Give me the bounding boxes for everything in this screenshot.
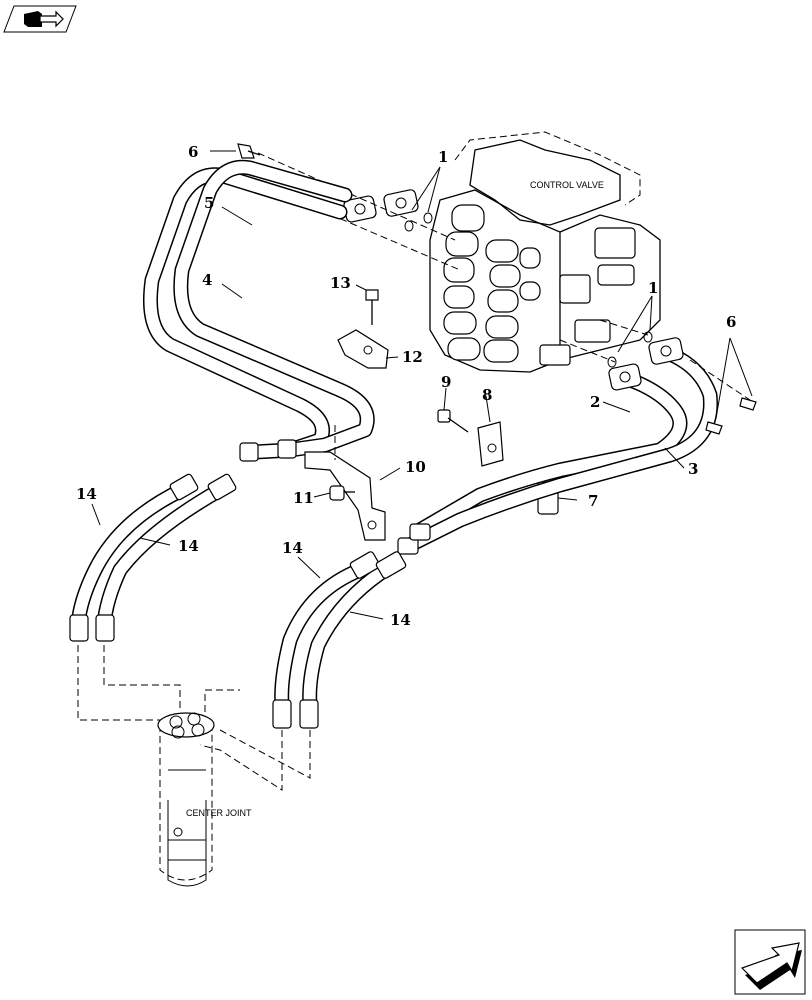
callout-6-right: 6: [726, 313, 736, 331]
callout-1-right: 1: [648, 279, 658, 297]
clamp-12: [337, 284, 389, 369]
bolts-6-right: [705, 337, 757, 435]
callout-11: 11: [293, 489, 314, 507]
callout-10: 10: [405, 458, 426, 476]
callout-1-top: 1: [438, 148, 448, 166]
bolt-6-top: [210, 143, 261, 159]
callout-2: 2: [590, 393, 600, 411]
callouts: 1 1 2 3 4 5 6 6 7 8 9 10 11 12 13 14 14 …: [76, 143, 736, 629]
bolt-11: [313, 485, 355, 501]
right-flanges: [559, 319, 751, 401]
next-page-arrow-icon[interactable]: [734, 929, 806, 995]
center-joint-connections: [77, 645, 311, 791]
callout-8: 8: [482, 386, 492, 404]
callout-9: 9: [441, 373, 451, 391]
callout-14-b: 14: [178, 537, 199, 555]
callout-13: 13: [330, 274, 351, 292]
callout-3: 3: [688, 460, 698, 478]
book-arrow-icon[interactable]: [3, 5, 77, 33]
hoses-14-right: [272, 551, 407, 729]
control-valve: CONTROL VALVE: [429, 131, 661, 373]
control-valve-label: CONTROL VALVE: [530, 180, 604, 190]
callout-5: 5: [204, 194, 214, 212]
callout-14-a: 14: [76, 485, 97, 503]
leader-lines: [91, 166, 685, 620]
bracket-10: [304, 425, 386, 541]
callout-7: 7: [588, 492, 598, 510]
hoses-14-left: [69, 473, 237, 642]
center-joint-label: CENTER JOINT: [186, 808, 252, 818]
callout-14-d: 14: [390, 611, 411, 629]
callout-6-top: 6: [188, 143, 198, 161]
callout-12: 12: [402, 348, 423, 366]
pipes-4-5: [142, 159, 375, 462]
callout-4: 4: [202, 271, 212, 289]
bolt-9-clamp-8: [437, 409, 504, 467]
center-joint: CENTER JOINT: [157, 712, 252, 887]
callout-14-c: 14: [282, 539, 303, 557]
pipes-2-3: [397, 344, 718, 555]
